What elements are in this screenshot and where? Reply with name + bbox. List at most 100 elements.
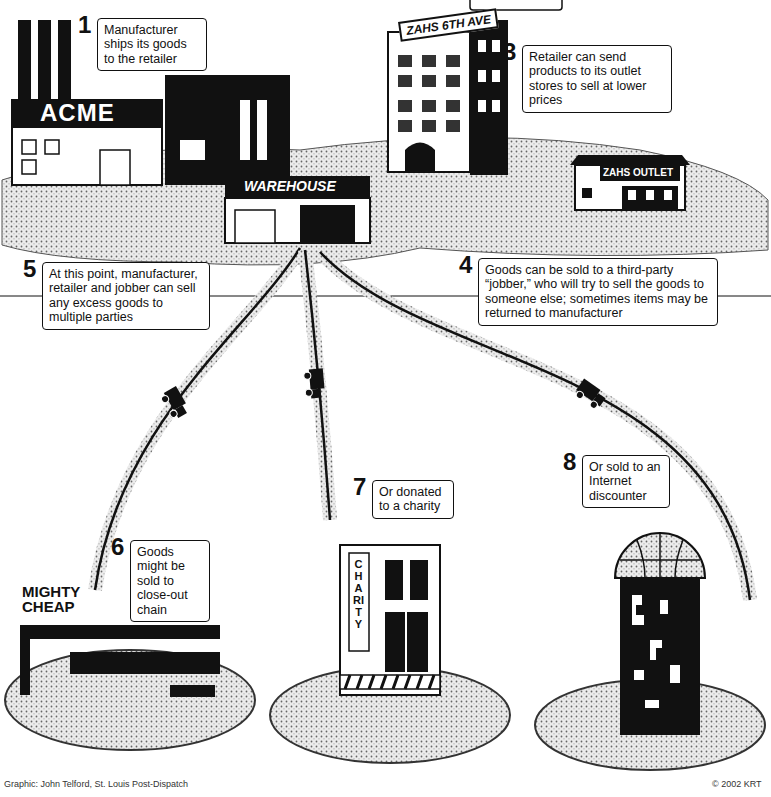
warehouse-sign: WAREHOUSE	[244, 179, 336, 193]
loading-door	[300, 205, 355, 243]
window	[492, 100, 500, 112]
ground-disc	[270, 667, 510, 763]
truck-wheel	[575, 390, 585, 400]
window	[398, 55, 412, 67]
awning-stripes	[345, 675, 434, 689]
closeout-store	[20, 625, 220, 697]
factory-block	[165, 75, 290, 185]
truck-wheel	[169, 409, 179, 419]
outlet-sign-band	[600, 165, 680, 181]
building-body	[620, 578, 700, 735]
store-step	[170, 685, 215, 697]
window	[422, 120, 436, 132]
window	[422, 100, 436, 112]
window	[582, 188, 592, 198]
callout-number: 3	[503, 40, 516, 64]
window	[422, 55, 436, 67]
callout-number: 8	[563, 450, 576, 474]
outlet-sign: ZAHS OUTLET	[603, 168, 673, 178]
callout-box: 5At this point, manufacturer, retailer a…	[42, 262, 210, 330]
store-tower	[470, 20, 508, 175]
truck-wheel	[160, 394, 170, 404]
outlet-roof	[570, 155, 690, 165]
window	[398, 100, 412, 112]
pixel-windows	[632, 595, 680, 708]
vertical-sign	[349, 553, 369, 651]
door	[385, 612, 428, 672]
callout-box: 7Or donated to a charity	[372, 480, 454, 519]
warehouse-roof	[225, 176, 370, 198]
loading-door	[235, 210, 275, 243]
window	[446, 120, 460, 132]
outlet-front	[622, 186, 678, 210]
callout-text: Goods might be sold to close-out chain	[131, 541, 209, 621]
window	[446, 100, 460, 112]
charity-sign: CHARITY	[353, 558, 364, 631]
door-split	[405, 612, 407, 672]
factory-body	[12, 100, 162, 185]
factory-sign-band	[12, 100, 162, 128]
factory-sign: ACME	[40, 101, 115, 125]
callout-text: Or donated to a charity	[373, 481, 453, 518]
window	[446, 55, 460, 67]
dome-grid	[620, 533, 700, 578]
callout-text: Retailer can send products to its outlet…	[523, 46, 671, 112]
callout-box: 4Goods can be sold to a third-party “job…	[478, 258, 718, 326]
window	[45, 140, 59, 154]
window	[180, 140, 205, 160]
callout-text: Goods can be sold to a third-party “jobb…	[479, 259, 717, 325]
callout-box: 1Manufacturer ships its goods to the ret…	[97, 18, 207, 71]
charity-body	[340, 545, 440, 695]
window	[478, 100, 486, 112]
outlet-store	[570, 155, 690, 210]
window	[257, 100, 267, 160]
callout-number: 5	[23, 257, 36, 281]
truck-wheel	[305, 389, 313, 397]
callout-number: 4	[459, 253, 472, 277]
ground-disc	[5, 650, 255, 750]
window	[478, 70, 486, 82]
window	[410, 560, 428, 600]
truck	[159, 386, 190, 421]
truck	[573, 378, 608, 411]
window	[478, 40, 486, 52]
callout-number: 7	[353, 475, 366, 499]
window	[492, 40, 500, 52]
store-awning	[20, 625, 220, 639]
window	[422, 75, 436, 87]
copyright-line: © 2002 KRT	[712, 780, 762, 789]
cut-callout-box	[470, 0, 562, 10]
callout-text: At this point, manufacturer, retailer an…	[43, 263, 209, 329]
window	[646, 190, 654, 200]
callout-number: 6	[111, 535, 124, 559]
store-front	[70, 652, 220, 674]
window	[398, 120, 412, 132]
window	[240, 100, 250, 160]
window	[385, 560, 403, 600]
window	[398, 75, 412, 87]
awning	[340, 675, 440, 689]
truck	[303, 368, 325, 399]
warehouse-body	[225, 198, 370, 243]
arched-door	[405, 143, 435, 173]
top-ground	[2, 138, 768, 265]
door	[100, 150, 130, 185]
truck-wheel	[589, 400, 599, 410]
dome	[615, 533, 705, 578]
callout-box: 6Goods might be sold to close-out chain	[130, 540, 210, 622]
callout-text: Manufacturer ships its goods to the reta…	[98, 19, 206, 70]
route-band	[305, 250, 330, 520]
closeout-sign: MIGHTY CHEAP	[22, 584, 92, 614]
retail-store	[388, 20, 508, 175]
callout-box: 8Or sold to an Internet discounter	[582, 455, 670, 508]
outlet-body	[575, 165, 685, 210]
window	[492, 70, 500, 82]
factory	[12, 20, 290, 185]
warehouse	[225, 176, 370, 243]
window	[22, 140, 36, 154]
truck-body	[309, 368, 325, 389]
store-body	[388, 32, 470, 172]
